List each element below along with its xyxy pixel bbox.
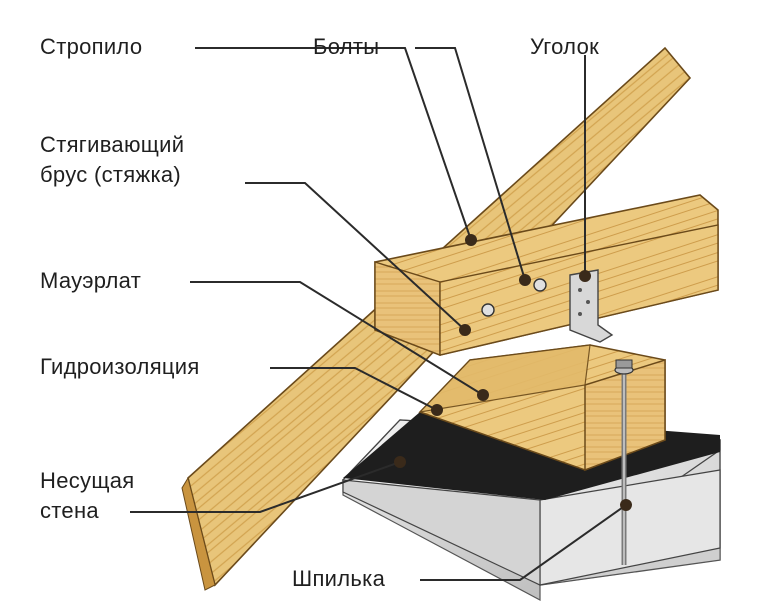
dot-bolts [519, 274, 531, 286]
leader-rafter [195, 47, 472, 241]
dot-angle [579, 270, 591, 282]
leader-lines [130, 47, 627, 581]
leader-stud [420, 504, 627, 581]
bolts-shape [481, 278, 547, 317]
dot-stud [620, 499, 632, 511]
leader-mauerlat [190, 281, 484, 396]
label-tie-beam: Стягивающий брус (стяжка) [40, 132, 185, 187]
angle-bracket-shape [569, 269, 614, 343]
mauerlat-shape [418, 344, 666, 472]
leader-bolts [415, 47, 526, 281]
stud-shape [614, 359, 634, 565]
leader-bearing-wall [130, 461, 401, 513]
dot-mauerlat [477, 389, 489, 401]
label-stud: Шпилька [292, 566, 386, 591]
label-rafter: Стропило [40, 34, 143, 59]
leader-waterproofing [270, 367, 438, 411]
label-bolts: Болты [313, 34, 380, 59]
dot-bearing-wall [394, 456, 406, 468]
dot-waterproofing [431, 404, 443, 416]
label-bearing-wall: Несущая стена [40, 468, 135, 523]
label-waterproofing: Гидроизоляция [40, 354, 200, 379]
leader-tie-beam [245, 182, 466, 331]
label-angle: Уголок [530, 34, 600, 59]
leader-dots [394, 234, 632, 511]
dot-rafter [465, 234, 477, 246]
dot-tie-beam [459, 324, 471, 336]
label-mauerlat: Мауэрлат [40, 268, 142, 293]
